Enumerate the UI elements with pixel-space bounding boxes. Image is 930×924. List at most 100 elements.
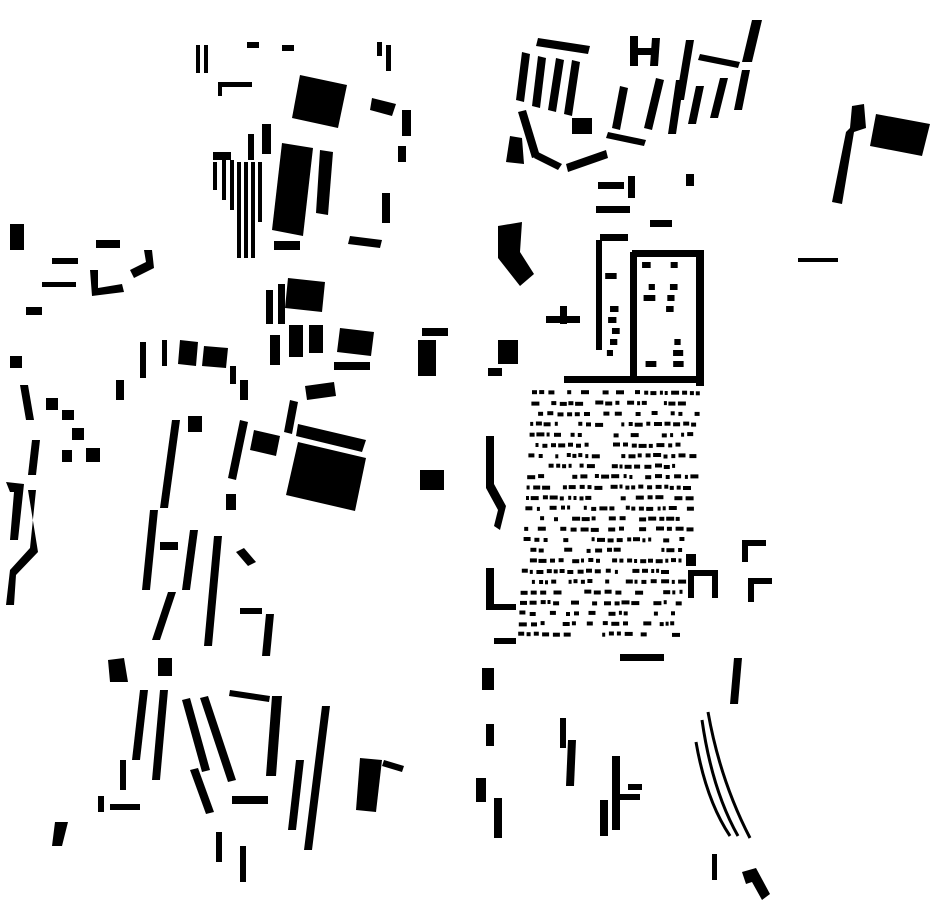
building bbox=[696, 256, 704, 386]
house bbox=[538, 411, 544, 416]
house bbox=[532, 390, 537, 395]
house bbox=[643, 621, 652, 626]
house bbox=[648, 537, 652, 542]
residential-grid bbox=[518, 390, 700, 637]
house bbox=[526, 496, 529, 500]
house bbox=[587, 579, 593, 583]
house bbox=[543, 422, 551, 427]
house bbox=[571, 600, 579, 605]
building bbox=[262, 124, 271, 154]
house bbox=[599, 506, 608, 511]
building bbox=[62, 450, 72, 462]
building bbox=[832, 104, 866, 204]
house bbox=[661, 433, 667, 438]
building bbox=[418, 340, 436, 376]
house bbox=[536, 570, 544, 574]
building bbox=[213, 152, 231, 160]
house bbox=[579, 496, 584, 501]
house bbox=[620, 496, 626, 501]
house bbox=[653, 611, 658, 616]
building bbox=[598, 182, 624, 189]
house bbox=[546, 432, 550, 437]
house bbox=[661, 579, 670, 584]
building bbox=[630, 252, 637, 382]
building bbox=[266, 290, 273, 324]
house bbox=[521, 568, 528, 573]
building bbox=[86, 448, 100, 462]
building bbox=[564, 376, 704, 383]
building bbox=[673, 361, 684, 367]
house bbox=[597, 537, 605, 542]
house bbox=[608, 527, 616, 532]
building bbox=[628, 176, 635, 198]
house bbox=[585, 495, 592, 500]
house bbox=[630, 433, 639, 438]
house bbox=[577, 569, 584, 574]
house bbox=[653, 453, 662, 457]
house bbox=[553, 601, 560, 606]
house bbox=[530, 590, 537, 595]
house bbox=[675, 526, 684, 531]
building bbox=[240, 380, 248, 400]
house bbox=[653, 601, 662, 606]
house bbox=[663, 590, 671, 595]
building bbox=[596, 240, 602, 350]
building bbox=[673, 350, 684, 356]
house bbox=[592, 601, 598, 606]
house bbox=[529, 600, 537, 605]
building bbox=[572, 118, 592, 134]
house bbox=[547, 600, 551, 604]
building bbox=[132, 690, 148, 760]
house bbox=[671, 611, 675, 616]
house bbox=[611, 464, 618, 469]
house bbox=[568, 442, 573, 447]
building bbox=[382, 760, 404, 772]
building bbox=[648, 284, 655, 290]
house bbox=[562, 464, 567, 469]
house bbox=[621, 422, 625, 427]
house bbox=[659, 516, 665, 521]
house bbox=[539, 580, 544, 584]
house bbox=[591, 537, 595, 542]
building bbox=[285, 278, 325, 312]
house bbox=[639, 517, 647, 522]
house bbox=[607, 547, 612, 552]
house bbox=[559, 569, 565, 573]
building bbox=[196, 45, 200, 73]
house bbox=[519, 610, 526, 615]
building bbox=[560, 306, 567, 324]
house bbox=[655, 474, 662, 479]
house bbox=[573, 579, 578, 584]
house bbox=[578, 421, 583, 426]
house bbox=[558, 558, 564, 563]
house bbox=[534, 537, 540, 542]
house bbox=[608, 631, 614, 636]
building bbox=[482, 668, 494, 690]
building bbox=[278, 284, 285, 324]
house bbox=[694, 411, 700, 416]
building bbox=[650, 38, 660, 66]
house bbox=[619, 484, 623, 489]
house bbox=[553, 590, 562, 595]
house bbox=[682, 390, 688, 395]
house bbox=[572, 559, 580, 564]
house bbox=[528, 453, 535, 458]
house bbox=[615, 400, 620, 405]
house bbox=[678, 579, 687, 584]
building bbox=[334, 362, 370, 370]
building bbox=[304, 706, 330, 850]
house bbox=[635, 495, 644, 500]
building bbox=[140, 342, 146, 378]
building bbox=[516, 52, 530, 102]
house bbox=[542, 495, 548, 500]
house bbox=[638, 443, 647, 448]
building bbox=[274, 241, 300, 250]
house bbox=[584, 442, 589, 447]
house bbox=[573, 496, 577, 500]
house bbox=[531, 579, 535, 584]
house bbox=[529, 569, 533, 574]
house bbox=[613, 442, 620, 447]
building bbox=[272, 143, 313, 236]
house bbox=[566, 612, 570, 616]
house bbox=[540, 600, 546, 605]
